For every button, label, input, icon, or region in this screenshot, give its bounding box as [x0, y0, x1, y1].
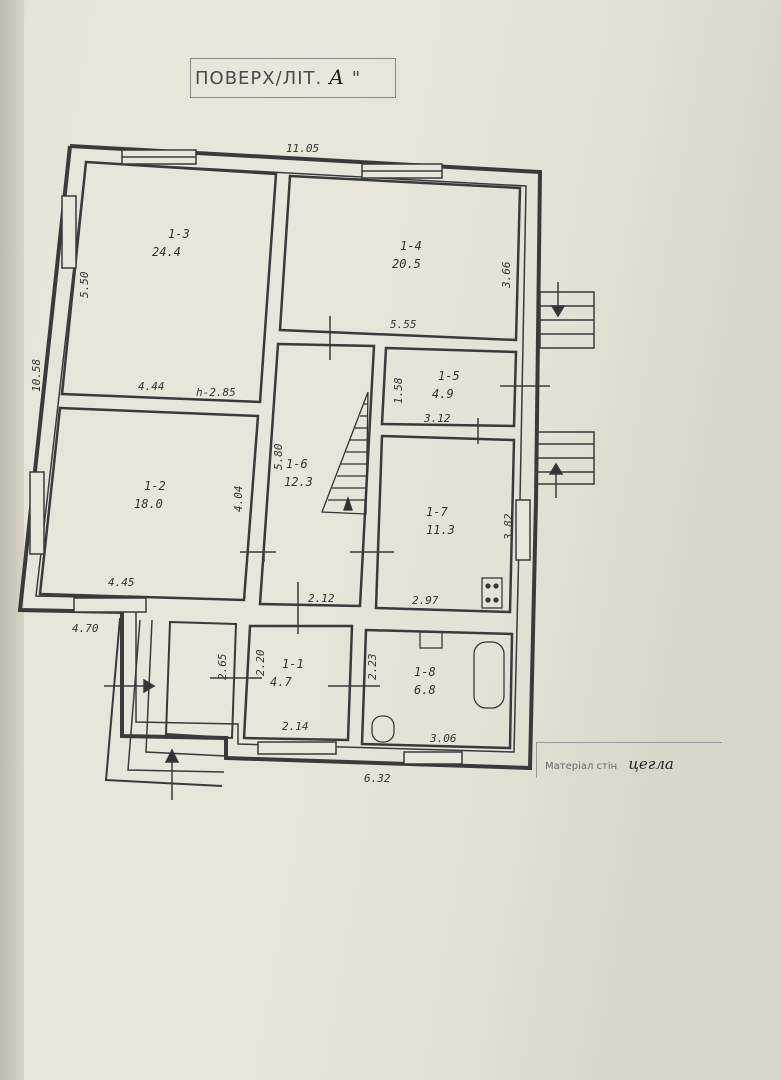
window-bottom-right: [403, 751, 463, 765]
dim-r18-height: 2.23: [366, 654, 379, 681]
dim-r17-height: 3.82: [502, 513, 515, 541]
sink-icon: [419, 631, 443, 649]
doors: [210, 316, 550, 687]
dim-porch-height: 2.65: [216, 654, 229, 681]
stove-burner: [493, 597, 499, 603]
stamp-value: А: [328, 65, 346, 89]
room-number: 1-8: [414, 665, 436, 679]
stove-icon: [481, 577, 503, 609]
dim-ceiling: h-2.85: [196, 386, 236, 399]
room-number: 1-5: [438, 369, 460, 383]
room-1-1-outline: [242, 624, 354, 742]
outer-wall-inner: [35, 161, 527, 753]
room-1-6-outline: [258, 342, 376, 608]
stamp-text: ПОВЕРХ/ЛІТ.: [195, 68, 323, 89]
dim-r11-height: 2.20: [254, 649, 267, 676]
dim-bottom-width: 6.32: [364, 772, 391, 785]
dim-r11-width: 2.14: [282, 720, 309, 733]
room-number: 1-6: [286, 457, 308, 471]
room-number: 1-2: [144, 479, 166, 493]
dim-top-width: 11.05: [286, 142, 319, 155]
dim-r18-width: 3.06: [429, 732, 457, 745]
room-1-5-outline: [380, 346, 518, 428]
windows: [29, 149, 531, 765]
dim-left-height: 10.58: [30, 359, 43, 392]
room-1-8-outline: [360, 628, 514, 750]
stove-burner: [493, 583, 499, 589]
stamp-mark: ": [351, 68, 362, 89]
stair-arrow: [343, 495, 353, 511]
room-area: 20.5: [392, 257, 421, 271]
entry-steps-2: [127, 619, 225, 773]
bathtub-icon: [473, 641, 505, 709]
stove-burner: [485, 583, 491, 589]
room-number: 1-3: [168, 227, 190, 241]
room-1-2-outline: [38, 406, 260, 602]
floor-stamp: ПОВЕРХ/ЛІТ. А ": [190, 58, 396, 98]
dim-r17-width: 2.97: [412, 594, 439, 607]
dim-r15-width: 3.12: [423, 412, 451, 425]
arrow-head: [548, 462, 564, 475]
arrow-head: [164, 748, 180, 763]
dim-r16-width: 2.12: [308, 592, 335, 605]
room-number: 1-1: [282, 657, 304, 671]
room-1-4-outline: [278, 174, 522, 342]
dim-r13-width: 4.44: [138, 380, 165, 393]
dim-r16-height: 5.80: [272, 443, 285, 470]
stove-burner: [485, 597, 491, 603]
dimension-labels: 11.05 10.58 5.50 4.44 h-2.85 3.66 5.55 1…: [30, 142, 515, 785]
room-number: 1-4: [400, 239, 422, 253]
porch-outline: [164, 620, 238, 740]
toilet-icon: [371, 715, 395, 743]
room-area: 4.9: [432, 387, 454, 401]
walls: [17, 144, 543, 787]
dim-r13-height: 5.50: [78, 271, 91, 298]
room-area: 24.4: [152, 245, 181, 259]
room-number: 1-7: [426, 505, 448, 519]
room-1-7-outline: [374, 434, 516, 614]
binder-edge: [0, 0, 24, 1080]
outer-wall: [17, 144, 543, 771]
staircase: [321, 391, 369, 515]
entry-steps-3: [145, 619, 227, 757]
room-area: 12.3: [284, 475, 313, 489]
entry-steps: [104, 617, 223, 787]
arrow-head: [550, 305, 566, 318]
window-right: [515, 499, 531, 561]
window-bottom-left: [73, 597, 147, 613]
dim-r12-height: 4.04: [232, 486, 245, 513]
stair-outline: [321, 391, 369, 515]
dim-r12-width: 4.45: [108, 576, 135, 589]
dim-r14-height: 3.66: [500, 261, 513, 289]
arrow-head: [143, 678, 156, 694]
room-area: 18.0: [134, 497, 163, 511]
dim-r14-width: 5.55: [390, 318, 417, 331]
window-left-upper: [61, 195, 77, 269]
room-area: 4.7: [270, 675, 292, 689]
exterior-stairs: [104, 282, 595, 800]
dim-entry-width: 4.70: [72, 622, 99, 635]
room-area: 6.8: [414, 683, 436, 697]
material-label: Матеріал стін: [545, 761, 618, 772]
room-labels: 1-3 24.4 1-4 20.5 1-5 4.9 1-6 12.3 1-2 1…: [134, 227, 460, 697]
fixtures: [371, 577, 505, 743]
room-area: 11.3: [426, 523, 455, 537]
window-left-lower: [29, 471, 45, 555]
room-1-3-outline: [60, 160, 278, 404]
material-value: цегла: [628, 755, 674, 773]
dim-r15-height: 1.58: [392, 377, 405, 404]
wall-material-note: Матеріал стін цегла: [536, 742, 722, 778]
window-bottom-mid: [257, 741, 337, 755]
